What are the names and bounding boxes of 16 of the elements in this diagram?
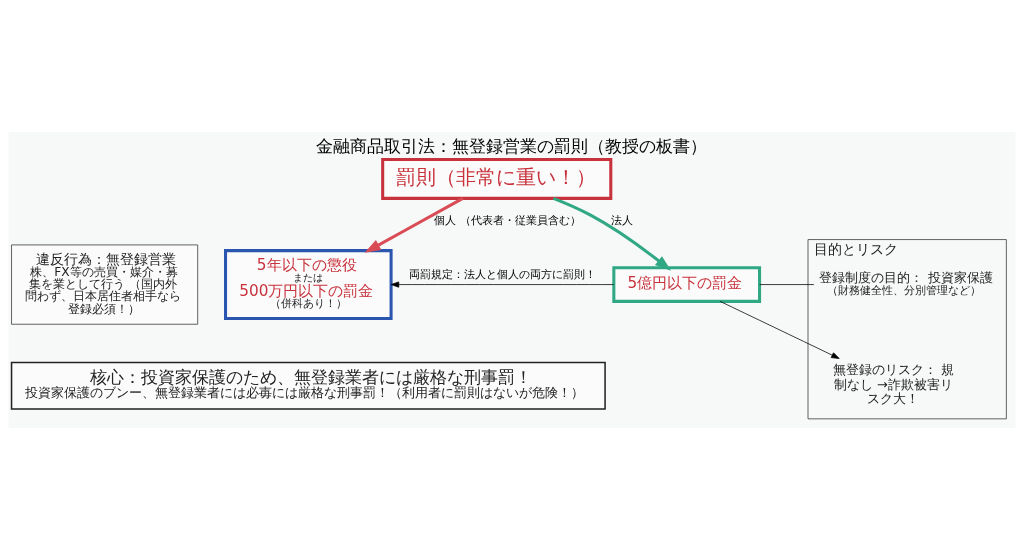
node-box: 核心：投資家保護のため、無登録業者には厳格な刑事罰！ 投資家保護のブンー、無登録業者には必毐には厳格な刑事罰！（利用者に罰則はないが危険！） [10,361,606,410]
edge-label: 個人 （代表者・従業員含む） [434,212,581,227]
edge-label: 法人 [611,212,634,227]
arrow [390,281,615,288]
arrow [552,196,672,271]
arrow [719,300,840,359]
diagram-title: 金融商品取引法：無登録営業の罰則（教授の板書） [316,135,708,156]
node-box: 罰則（非常に重い！） [381,157,613,200]
node-text: 無登録のリスク： 規制なし →詐欺被害リスク大！ [832,361,954,406]
node-box: 5億円以下の罰金 [612,265,762,303]
node-box: 5年以下の懲役 または 500万円以下の罰金 （併科あり！） [224,248,393,320]
connector [759,283,815,285]
node-box: 違反行為：無登録営業 株、FX等の売買・媒介・募集を業として行う （国内外問わず、日本居住者相手なら登録必須！） [11,244,199,325]
edge-label: 両罰規定：法人と個人の両方に罰則！ [408,266,596,281]
node-text: 登録制度の目的： 投資家保護 （財務健全性、分別管理など） [819,269,993,297]
arrow [364,196,464,253]
